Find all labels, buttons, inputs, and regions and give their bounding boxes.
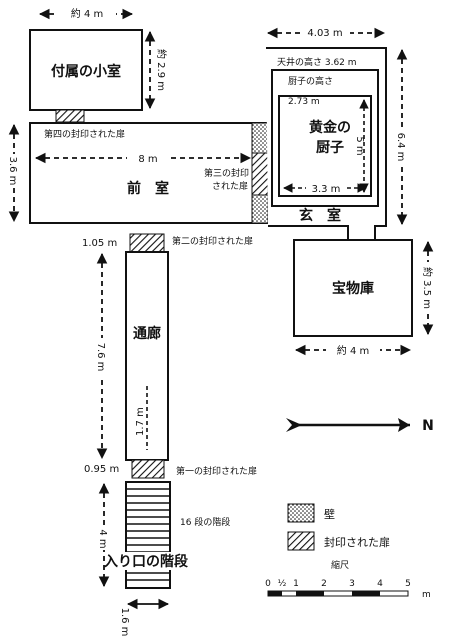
scale-unit: m [422, 590, 431, 600]
shrine-depth-label: 5 m [354, 136, 365, 155]
treasury-width-label: 約 4 m [337, 344, 369, 357]
scale-tick: ½ [278, 579, 287, 589]
first-door-label: 第一の封印された扉 [176, 465, 257, 477]
burial-length-label: 6.4 m [395, 133, 406, 162]
legend-wall-swatch [287, 503, 315, 523]
partition-wall-upper [251, 122, 269, 154]
scale-tick: 5 [405, 579, 411, 589]
third-door-label-1: 第三の封印 [204, 167, 249, 179]
third-sealed-door [251, 152, 269, 196]
antechamber-length-label: 8 m [138, 154, 157, 165]
scale-tick: 1 [293, 579, 299, 589]
second-sealed-door [129, 233, 165, 253]
annex-height-label: 約 2.9 m [155, 49, 168, 91]
north-arrow-icon [286, 418, 410, 432]
shrine-label-2: 厨子 [316, 140, 344, 156]
stairs-width-label: 1.6 m [119, 608, 130, 637]
steps-label: 16 段の階段 [180, 516, 230, 528]
legend-door-label: 封印された扉 [324, 535, 390, 549]
treasury-room [293, 239, 413, 337]
treasury-height-label: 約 3.5 m [421, 267, 434, 309]
corridor-end-label: 0.95 m [84, 464, 119, 475]
stairs-length-label: 4 m [97, 529, 108, 548]
first-sealed-door [131, 459, 165, 479]
second-door-label: 第二の封印された扉 [172, 235, 253, 247]
scale-title: 縮尺 [331, 559, 349, 571]
corridor-width-label: 1.7 m [135, 407, 146, 436]
legend-door-swatch [287, 531, 315, 551]
scale-tick: 3 [349, 579, 355, 589]
scale-tick: 2 [321, 579, 327, 589]
shrine-height-label-2: 2.73 m [288, 97, 320, 107]
shrine-height-label-1: 厨子の高さ [288, 75, 333, 87]
corridor-start-label: 1.05 m [82, 238, 117, 249]
scale-tick: 4 [377, 579, 383, 589]
entrance-stairs [125, 481, 171, 589]
annex-room [29, 29, 143, 111]
legend-wall-label: 壁 [324, 507, 335, 521]
corridor-label: 通廊 [133, 325, 161, 342]
scale-bar [267, 590, 409, 597]
ceiling-height-label: 天井の高さ 3.62 m [277, 56, 357, 68]
shrine-inner [278, 95, 372, 197]
annex-width-label: 約 4 m [71, 7, 103, 20]
shrine-width-label: 3.3 m [312, 184, 341, 195]
entrance-stairs-label: 入り口の階段 [104, 553, 188, 570]
scale-ticks: 0 ½ 1 2 3 4 5 [265, 579, 411, 589]
north-label: N [422, 418, 434, 434]
antechamber-label: 前 室 [127, 180, 169, 197]
antechamber-width-label: 3.6 m [7, 157, 18, 186]
corridor-length-label: 7.6 m [95, 343, 106, 372]
fourth-sealed-door [55, 109, 85, 123]
scale-tick: 0 [265, 579, 271, 589]
partition-wall-lower [251, 194, 269, 224]
annex-label: 付属の小室 [51, 63, 121, 80]
fourth-door-label: 第四の封印された扉 [44, 128, 125, 140]
third-door-label-2: された扉 [212, 180, 248, 192]
corridor [125, 251, 169, 461]
treasury-label: 宝物庫 [332, 280, 374, 297]
shrine-label-1: 黄金の [309, 119, 351, 136]
burial-chamber-label: 玄 室 [299, 207, 341, 224]
burial-width-label: 4.03 m [307, 28, 342, 39]
